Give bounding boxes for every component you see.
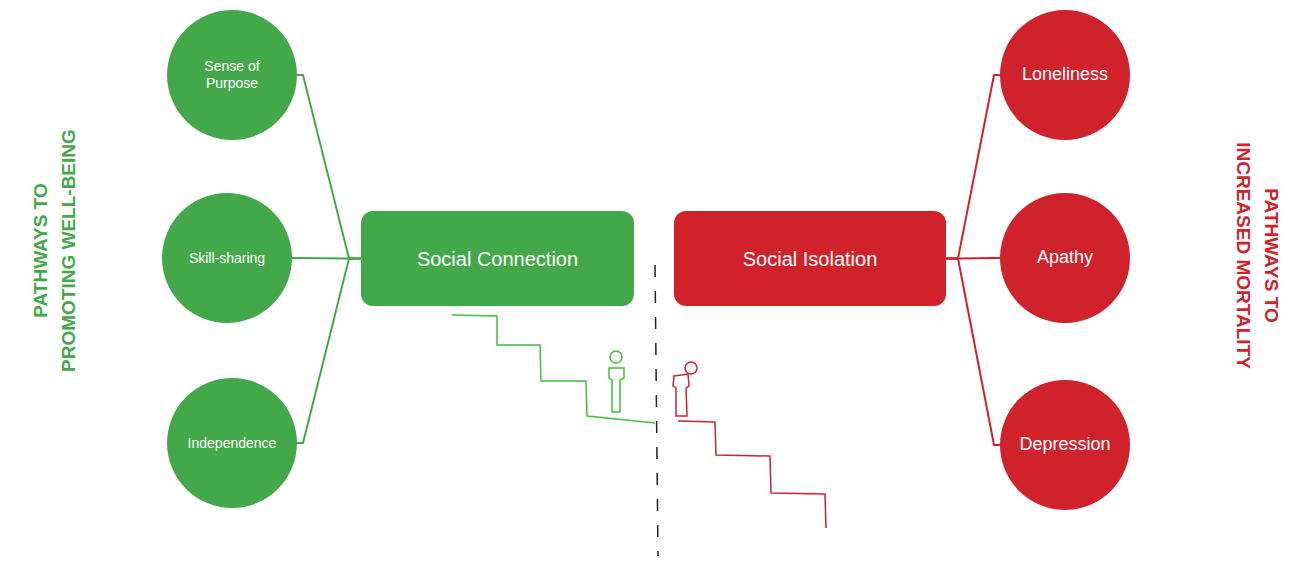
- circle-fill: [1000, 380, 1130, 510]
- circle-fill: [167, 378, 297, 508]
- node-text: Sense of Purpose: [182, 58, 282, 92]
- circle-fill: [1000, 193, 1130, 323]
- node-text: Social Connection: [417, 247, 578, 271]
- person-body: [609, 368, 624, 412]
- node-text: Depression: [1019, 434, 1110, 456]
- concept-box: Social Connection: [361, 211, 634, 306]
- node-text: Independence: [188, 435, 277, 452]
- rising-stairs: [452, 315, 655, 423]
- pathway-connector: [946, 75, 1000, 259]
- section-heading: PATHWAYS TO INCREASED MORTALITY: [1229, 140, 1284, 371]
- pathway-circle: Independence: [167, 378, 297, 508]
- node-text: Loneliness: [1022, 64, 1108, 86]
- falling-person: [673, 362, 697, 416]
- pathway-connector: [297, 259, 361, 444]
- rising-person: [609, 351, 624, 412]
- pathway-circle: Sense of Purpose: [167, 10, 297, 140]
- node-text: Apathy: [1037, 247, 1093, 269]
- section-heading: PATHWAYS TO PROMOTING WELL-BEING: [26, 127, 81, 374]
- pathway-connector: [946, 259, 1000, 446]
- divider-line: [655, 265, 658, 556]
- circle-fill: [162, 193, 292, 323]
- pathway-connector: [292, 257, 361, 260]
- person-head: [685, 362, 697, 374]
- pathway-circle: Loneliness: [1000, 10, 1130, 140]
- concept-box: Social Isolation: [674, 211, 946, 306]
- node-text: Skill-sharing: [189, 250, 265, 267]
- person-body: [673, 374, 689, 416]
- node-text: Social Isolation: [743, 247, 878, 271]
- person-head: [610, 351, 622, 363]
- pathway-connector: [297, 75, 361, 259]
- circle-fill: [167, 10, 297, 140]
- pathway-circle: Skill-sharing: [162, 193, 292, 323]
- falling-stairs: [678, 421, 826, 528]
- circle-fill: [1000, 10, 1130, 140]
- pathway-circle: Apathy: [1000, 193, 1130, 323]
- pathway-circle: Depression: [1000, 380, 1130, 510]
- pathway-connector: [946, 257, 1000, 260]
